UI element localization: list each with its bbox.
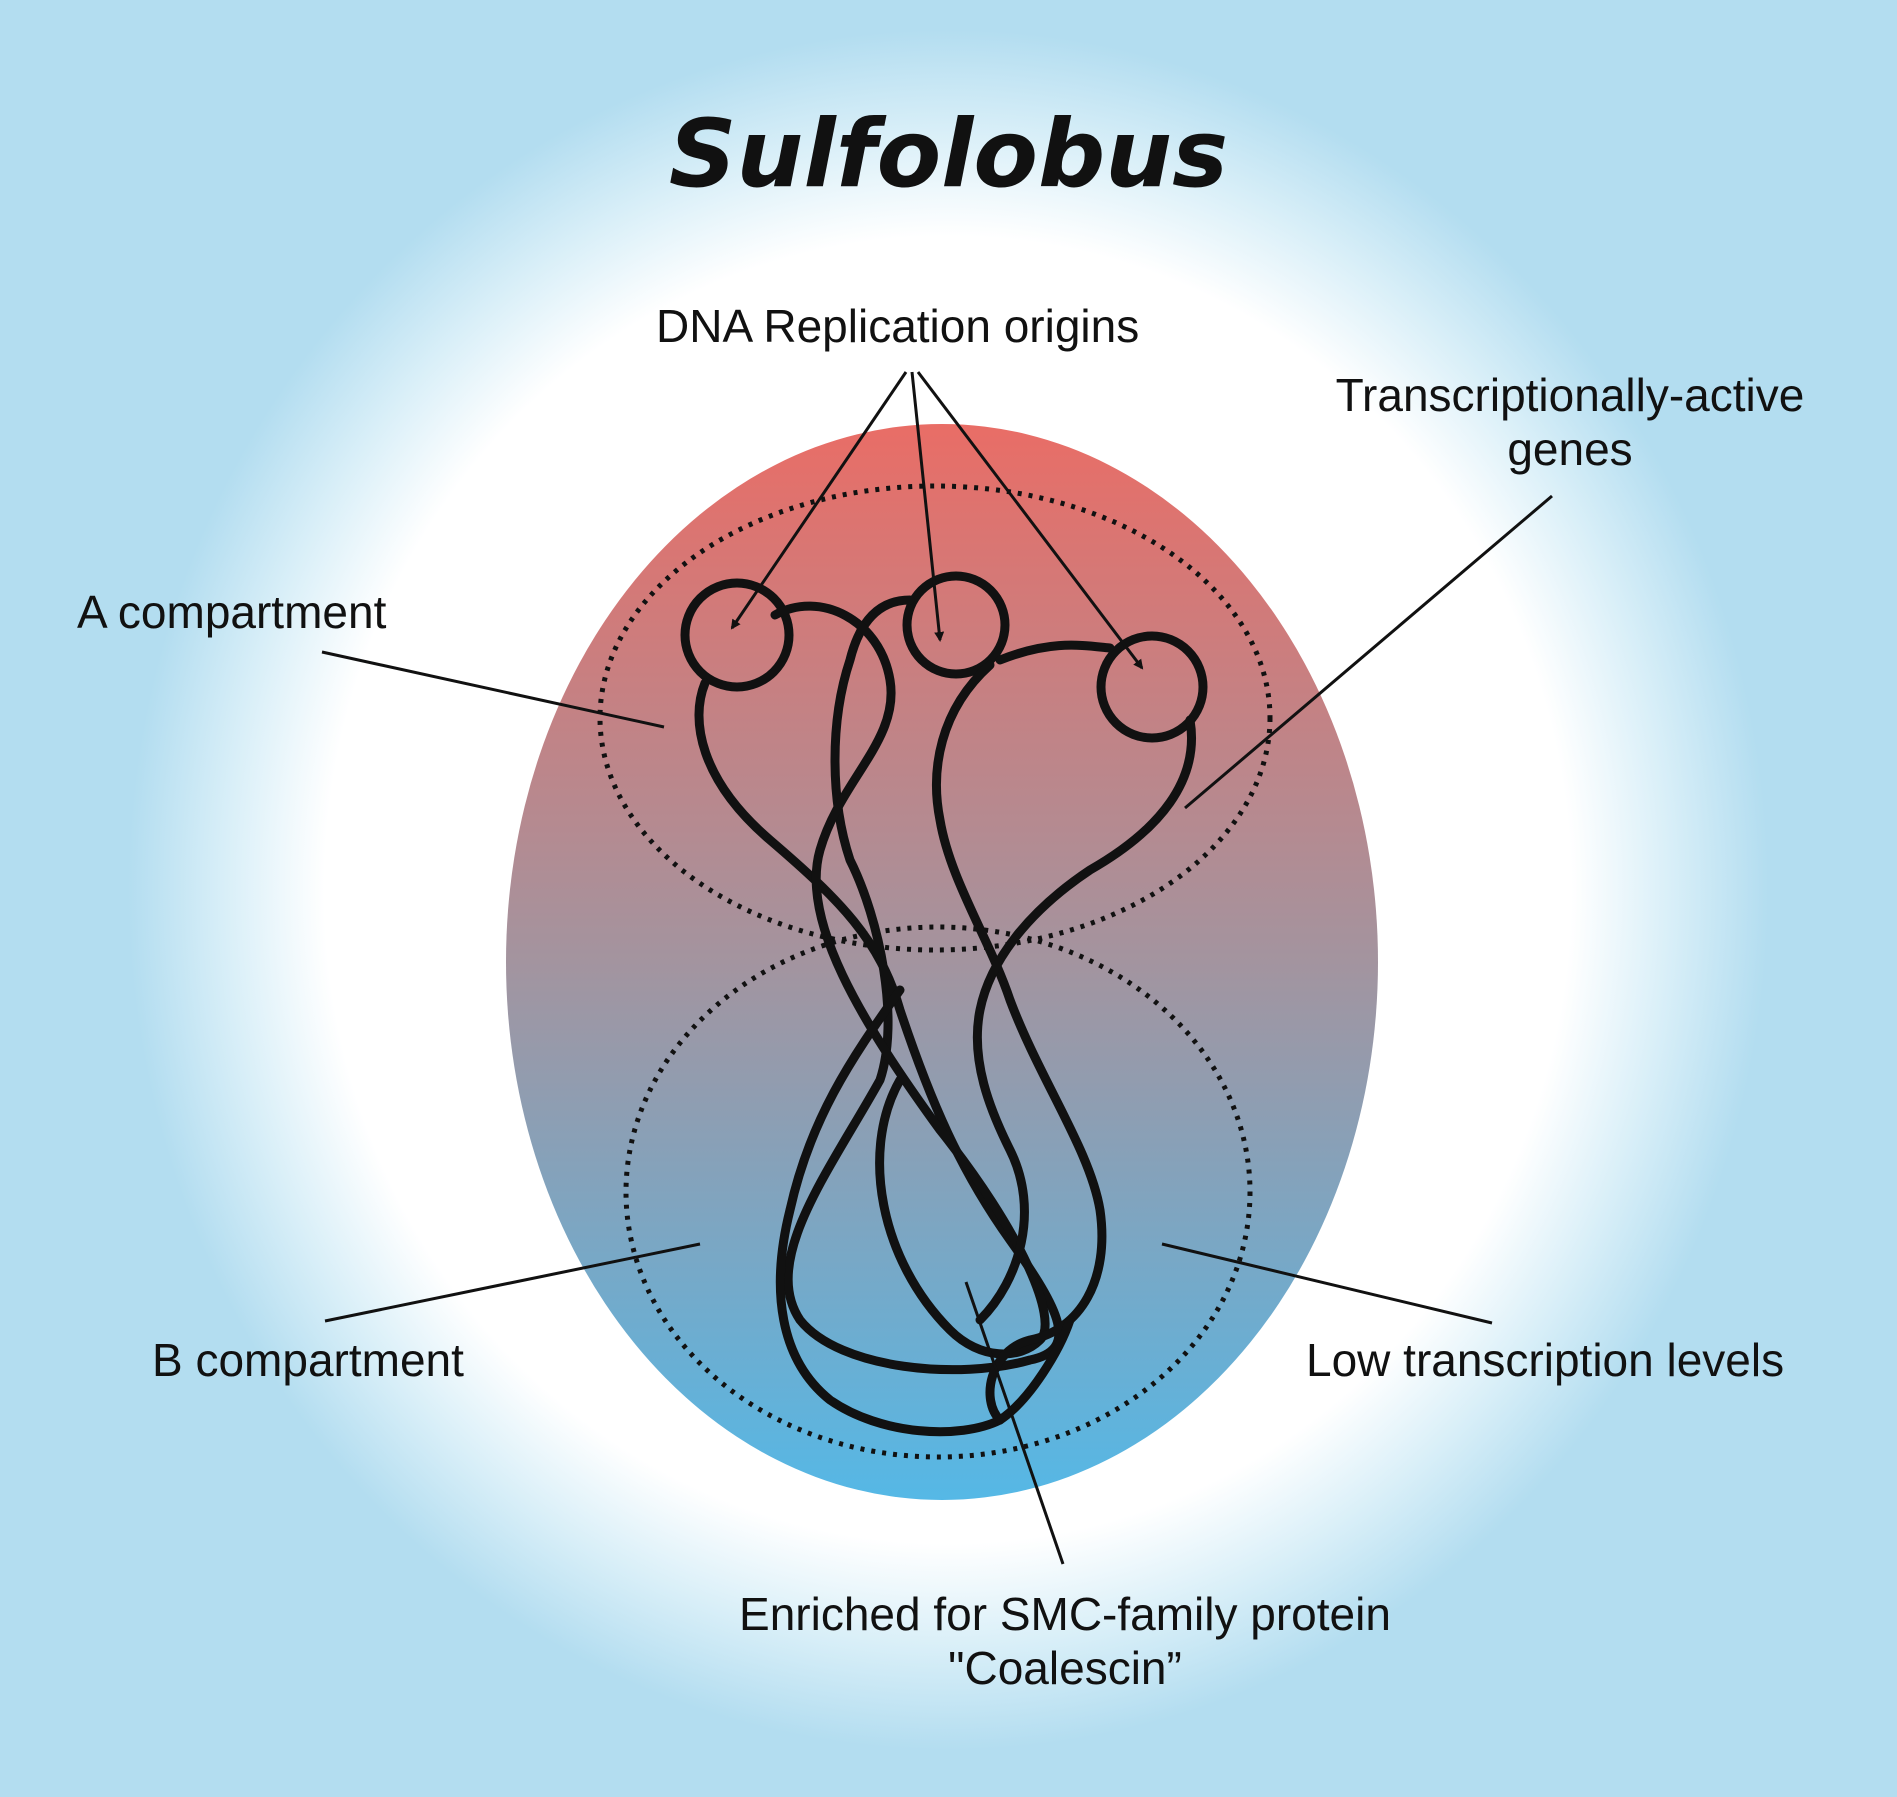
label-low-transcription: Low transcription levels xyxy=(1306,1334,1785,1386)
low-transcription-pointer xyxy=(1161,1242,1493,1325)
label-smc-line1: Enriched for SMC-family protein xyxy=(739,1588,1391,1640)
label-replication-origins: DNA Replication origins xyxy=(656,300,1140,352)
label-smc-enriched: Enriched for SMC-family protein "Coalesc… xyxy=(700,1587,1430,1695)
label-b-compartment: B compartment xyxy=(152,1334,464,1386)
origin-pointer-2 xyxy=(910,371,945,642)
label-transcriptionally-active-line2: genes xyxy=(1507,423,1633,475)
smc-pointer xyxy=(964,1281,1065,1565)
diagram-title: Sulfolobus xyxy=(668,100,1229,209)
origin-pointer-1 xyxy=(730,371,908,630)
annotation-lines xyxy=(321,371,1553,1565)
active-genes-pointer xyxy=(1184,494,1553,810)
replication-origin-3 xyxy=(1096,631,1208,743)
replication-origin-1 xyxy=(680,578,794,692)
label-transcriptionally-active-line1: Transcriptionally-active xyxy=(1335,369,1805,421)
origin-pointer-3 xyxy=(916,371,1144,670)
label-a-compartment: A compartment xyxy=(77,586,387,638)
cell-body xyxy=(506,424,1378,1500)
a-compartment-pointer xyxy=(321,650,665,729)
replication-origin-2 xyxy=(902,571,1010,679)
b-compartment-pointer xyxy=(324,1242,701,1323)
b-compartment-outline xyxy=(623,924,1253,1460)
label-smc-line2: "Coalescin” xyxy=(948,1642,1182,1694)
label-transcriptionally-active: Transcriptionally-active genes xyxy=(1310,368,1830,476)
a-compartment-outline xyxy=(597,483,1273,953)
